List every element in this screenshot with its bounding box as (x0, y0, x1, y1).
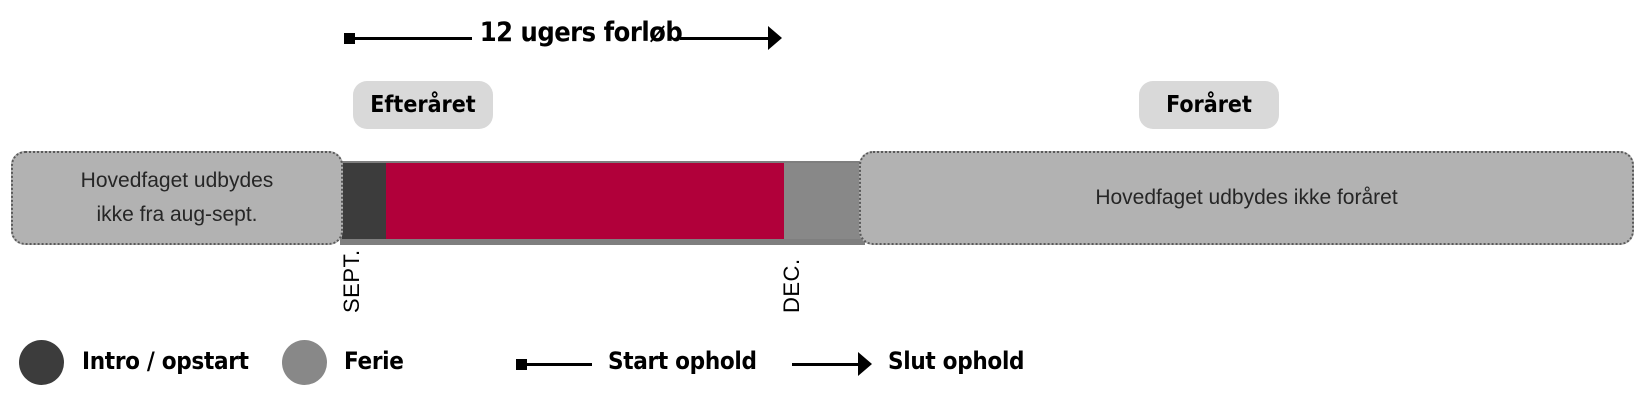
duration-line-left (350, 37, 472, 40)
stay-segment (386, 163, 784, 239)
season-spring-pill: Foråret (1139, 81, 1279, 129)
legend-start-label: Start ophold (608, 347, 757, 375)
legend-intro-label: Intro / opstart (82, 347, 249, 375)
intro-segment (342, 163, 386, 239)
legend-end-arrow-icon (858, 352, 872, 376)
legend-intro-swatch (19, 340, 64, 385)
season-autumn-pill: Efteråret (353, 81, 493, 129)
legend-start-line (522, 363, 592, 366)
end-arrow-icon (768, 26, 782, 50)
unavailable-text-line2: ikke fra aug-sept. (96, 203, 258, 226)
month-label-start: SEPT. (339, 249, 364, 313)
legend-break-swatch (282, 340, 327, 385)
unavailable-text-spring: Hovedfaget udbydes ikke foråret (1095, 186, 1398, 209)
unavailable-text-line1: Hovedfaget udbydes (80, 169, 274, 192)
legend-end-label: Slut ophold (888, 347, 1025, 375)
unavailable-box-spring: Hovedfaget udbydes ikke foråret (859, 151, 1634, 245)
break-segment (784, 163, 863, 239)
legend-start-square (516, 359, 527, 370)
duration-line-right (680, 37, 772, 40)
unavailable-box-autumn: Hovedfaget udbydes ikke fra aug-sept. (11, 151, 343, 245)
start-marker-square (344, 33, 355, 44)
legend-break-label: Ferie (344, 347, 404, 375)
month-label-end: DEC. (779, 258, 804, 313)
duration-label: 12 ugers forløb (479, 17, 683, 48)
legend-end-line (792, 363, 862, 366)
